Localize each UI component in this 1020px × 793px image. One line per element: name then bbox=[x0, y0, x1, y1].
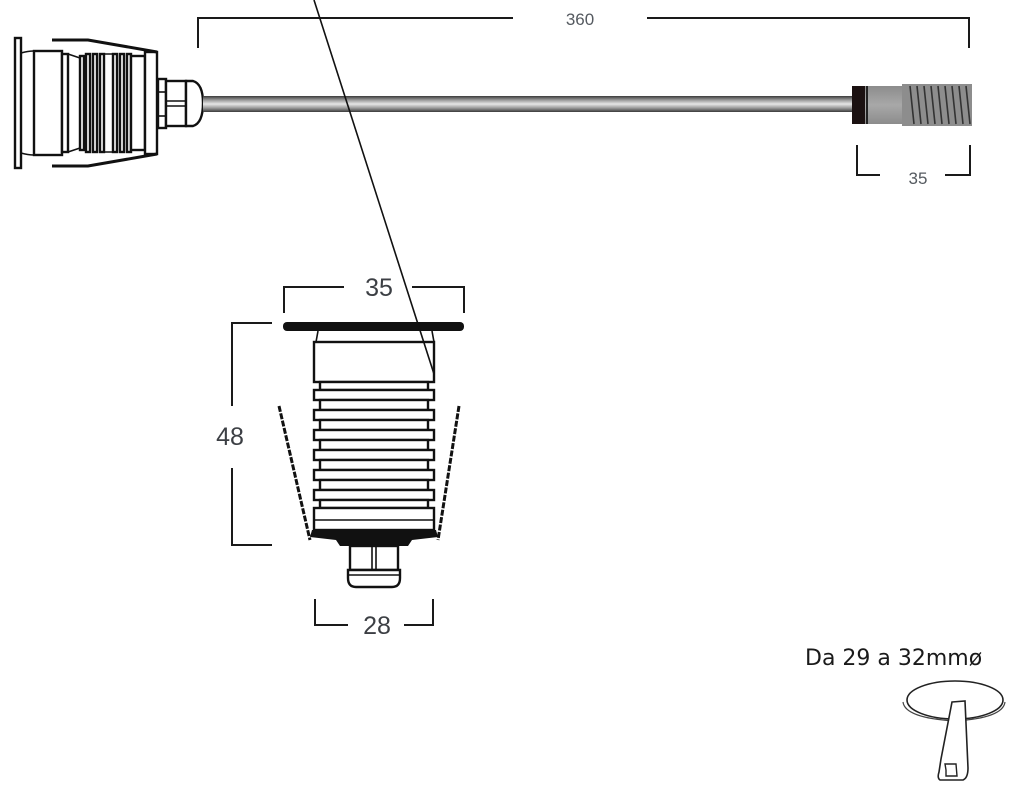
heatsink-ribs bbox=[67, 52, 133, 154]
dimension-connector-length: 35 bbox=[856, 145, 971, 188]
front-base-plate bbox=[310, 530, 438, 546]
hole-saw-icon bbox=[902, 680, 1006, 781]
flange-diameter-label: 35 bbox=[365, 274, 393, 302]
cutout-note: Da 29 a 32mmø bbox=[805, 646, 1006, 781]
cable-length-label: 360 bbox=[566, 10, 594, 29]
front-flange bbox=[283, 322, 464, 331]
front-spring-clip-left bbox=[277, 405, 312, 541]
flange-plate bbox=[13, 36, 23, 170]
side-view: 360 bbox=[13, 10, 972, 188]
height-label: 48 bbox=[216, 423, 244, 451]
base-width-label: 28 bbox=[363, 612, 391, 640]
cutout-diameter-label: Da 29 a 32mmø bbox=[805, 646, 982, 671]
housing-front bbox=[32, 49, 64, 157]
front-spring-clip-right bbox=[436, 405, 461, 541]
dimension-base-width: 28 bbox=[314, 599, 434, 640]
dimension-flange-diameter: 35 bbox=[283, 274, 465, 313]
connector bbox=[852, 84, 972, 126]
spring-clip-bottom bbox=[52, 152, 158, 168]
dimension-cable-length: 360 bbox=[197, 10, 970, 48]
cable bbox=[203, 96, 853, 112]
spring-clip-top bbox=[52, 38, 158, 54]
front-heatsink-ribs bbox=[312, 380, 436, 532]
connector-length-label: 35 bbox=[909, 169, 928, 188]
front-cable-gland bbox=[346, 544, 402, 589]
housing-rear bbox=[143, 50, 159, 156]
front-top-cylinder bbox=[312, 340, 436, 384]
cable-gland bbox=[156, 77, 205, 130]
front-view: 35 48 bbox=[216, 0, 465, 640]
dimension-height: 48 bbox=[216, 322, 272, 546]
